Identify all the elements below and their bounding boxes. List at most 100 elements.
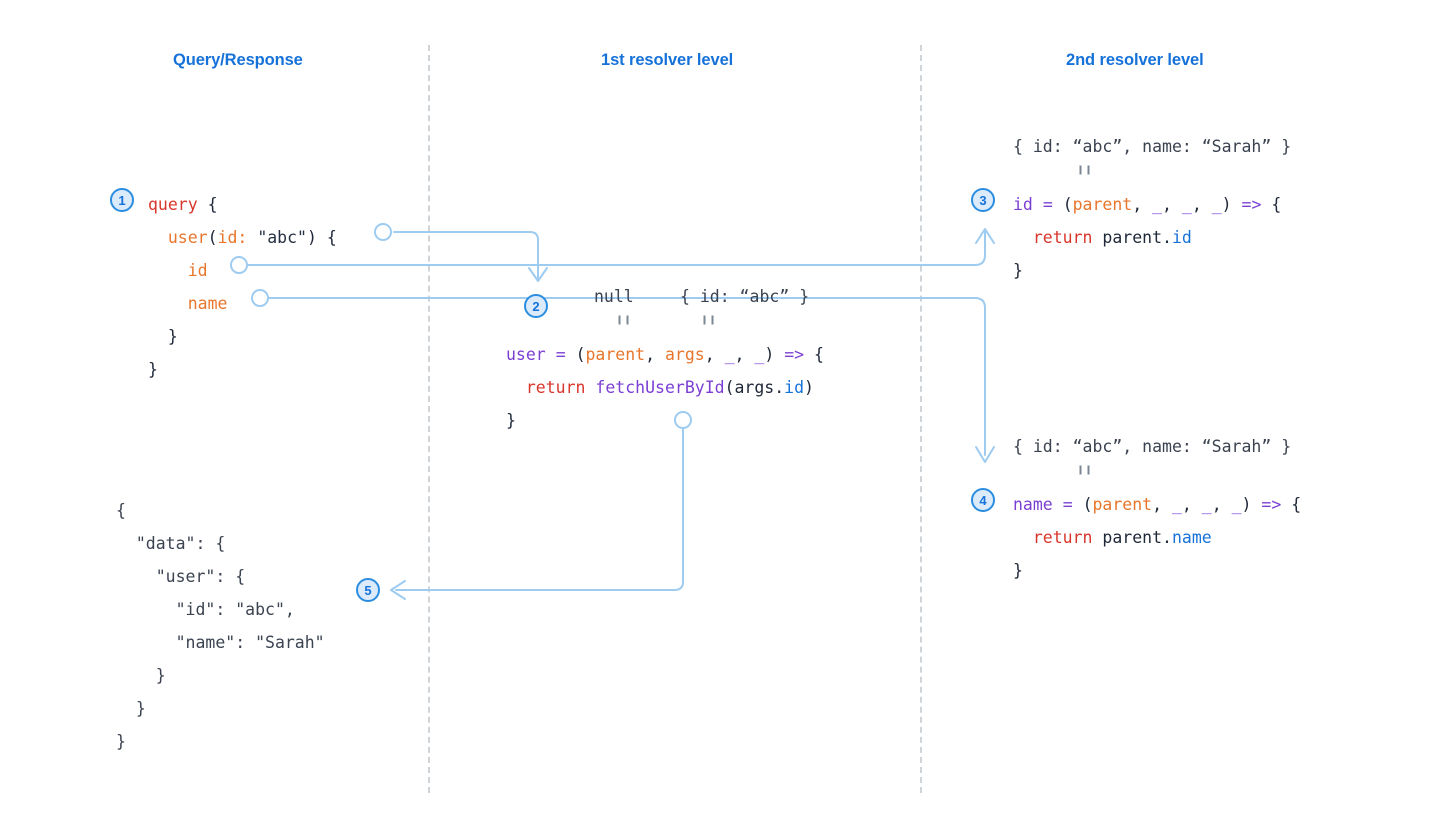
code-token: [148, 294, 188, 313]
code-line: }: [148, 320, 337, 353]
code-token: _: [1211, 195, 1222, 214]
code-line: return parent.name: [1013, 521, 1301, 554]
connector-resolver-to-response: [395, 427, 684, 591]
user-resolver-parent-value: null: [594, 287, 634, 306]
code-token: ,: [1152, 495, 1172, 514]
code-token: (: [1082, 495, 1093, 514]
code-token: (: [575, 345, 586, 364]
code-line: }: [1013, 554, 1301, 587]
code-line: id = (parent, _, _, _) => {: [1013, 188, 1281, 221]
code-token: "data": {: [116, 534, 226, 553]
code-token: {: [116, 501, 126, 520]
code-token: [148, 228, 168, 247]
code-token: _: [1152, 195, 1163, 214]
code-line: "data": {: [116, 527, 325, 560]
code-line: }: [116, 659, 325, 692]
code-token: [1073, 495, 1083, 514]
code-token: ,: [734, 345, 755, 364]
code-token: {: [1281, 495, 1302, 514]
code-token: query: [148, 195, 198, 214]
code-token: (: [207, 228, 218, 247]
code-token: }: [148, 327, 178, 346]
code-line: user(id: "abc") {: [148, 221, 337, 254]
code-line: id: [148, 254, 337, 287]
code-line: name: [148, 287, 337, 320]
code-token: [1013, 528, 1033, 547]
code-line: }: [148, 353, 337, 386]
code-token: ): [804, 378, 814, 397]
code-token: {: [804, 345, 824, 364]
id-resolver-parent-value: { id: “abc”, name: “Sarah” }: [1013, 137, 1292, 156]
arrowhead-user-to-resolver: [528, 267, 548, 282]
code-token: _: [1181, 195, 1192, 214]
code-token: }: [116, 666, 166, 685]
code-token: =: [1042, 195, 1053, 214]
code-token: =>: [1241, 195, 1262, 214]
column-header-query-response: Query/Response: [173, 51, 303, 69]
code-token: =>: [1261, 495, 1282, 514]
code-token: (: [1062, 195, 1073, 214]
code-token: [1033, 195, 1043, 214]
code-token: parent: [1092, 495, 1153, 514]
code-line: return parent.id: [1013, 221, 1281, 254]
graphql-response-block: { "data": { "user": { "id": "abc", "name…: [116, 494, 325, 758]
code-line: name = (parent, _, _, _) => {: [1013, 488, 1301, 521]
code-token: [585, 378, 595, 397]
code-token: ,: [1211, 495, 1232, 514]
code-token: }: [116, 732, 126, 751]
code-token: parent.: [1092, 528, 1172, 547]
code-token: _: [1231, 495, 1242, 514]
code-token: id: [187, 261, 208, 280]
connector-id-to-id-resolver: [247, 231, 986, 266]
code-token: id:: [217, 228, 248, 247]
code-line: "name": "Sarah": [116, 626, 325, 659]
code-token: }: [116, 699, 146, 718]
endpoint-circle-resolver-return: [674, 411, 692, 429]
code-token: id: [1171, 228, 1192, 247]
code-line: user = (parent, args, _, _) => {: [506, 338, 824, 371]
code-line: }: [116, 692, 325, 725]
user-resolver-code-block: user = (parent, args, _, _) => { return …: [506, 338, 824, 437]
code-token: _: [754, 345, 765, 364]
column-header-second-resolver-level: 2nd resolver level: [1066, 51, 1204, 69]
arrowhead-id-resolver: [975, 228, 995, 244]
connector-name-to-name-resolver: [267, 297, 986, 456]
code-token: [148, 261, 188, 280]
name-resolver-parent-value: { id: “abc”, name: “Sarah” }: [1013, 437, 1292, 456]
code-token: {: [1261, 195, 1282, 214]
code-token: =: [1062, 495, 1073, 514]
code-token: (args.: [724, 378, 785, 397]
step-badge-5: 5: [356, 578, 380, 602]
endpoint-circle-name: [251, 289, 269, 307]
equals-mark-id-parent: [1079, 165, 1090, 175]
code-token: ): [1221, 195, 1242, 214]
code-line: }: [1013, 254, 1281, 287]
connector-user-to-resolver: [393, 231, 539, 261]
code-token: name: [1171, 528, 1212, 547]
id-resolver-code-block: id = (parent, _, _, _) => { return paren…: [1013, 188, 1281, 287]
endpoint-circle-user: [374, 223, 392, 241]
code-line: {: [116, 494, 325, 527]
code-token: ,: [704, 345, 725, 364]
code-token: return: [525, 378, 586, 397]
code-token: "abc": [257, 228, 307, 247]
code-token: ,: [1181, 495, 1202, 514]
code-token: [566, 345, 576, 364]
step-badge-2: 2: [524, 294, 548, 318]
code-token: _: [1171, 495, 1182, 514]
code-token: [1013, 228, 1033, 247]
code-token: ,: [1162, 195, 1182, 214]
code-token: }: [148, 360, 158, 379]
arrowhead-name-resolver: [975, 446, 995, 463]
code-token: user: [506, 345, 546, 364]
arrowhead-response: [390, 580, 406, 600]
column-divider-right: [920, 45, 922, 793]
code-line: return fetchUserById(args.id): [506, 371, 824, 404]
endpoint-circle-id: [230, 256, 248, 274]
code-token: name: [187, 294, 228, 313]
code-token: [247, 228, 257, 247]
code-token: id: [1013, 195, 1033, 214]
user-resolver-args-value: { id: “abc” }: [680, 287, 810, 306]
code-line: "user": {: [116, 560, 325, 593]
column-divider-left: [428, 45, 430, 793]
